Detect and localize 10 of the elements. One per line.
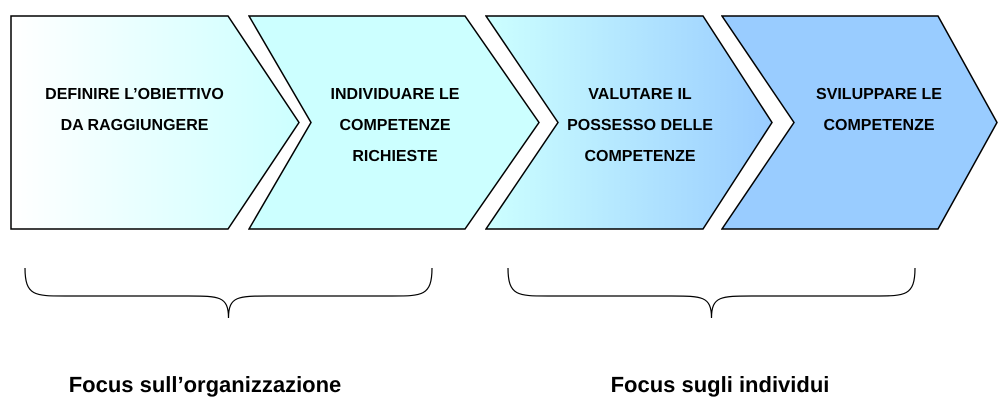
group-caption: Focus sull’organizzazione [68, 371, 342, 399]
step-label: INDIVIDUARE LE COMPETENZE RICHIESTE [330, 85, 460, 167]
step-label: VALUTARE IL POSSESSO DELLE COMPETENZE [567, 85, 713, 167]
step-label: DEFINIRE L’OBIETTIVO DA RAGGIUNGERE [44, 85, 225, 136]
process-step [721, 15, 998, 230]
process-step [248, 15, 540, 230]
process-step [485, 15, 773, 230]
group-caption: Focus sugli individui [610, 371, 830, 399]
process-step [10, 15, 300, 230]
step-label: SVILUPPARE LE COMPETENZE [815, 85, 943, 136]
